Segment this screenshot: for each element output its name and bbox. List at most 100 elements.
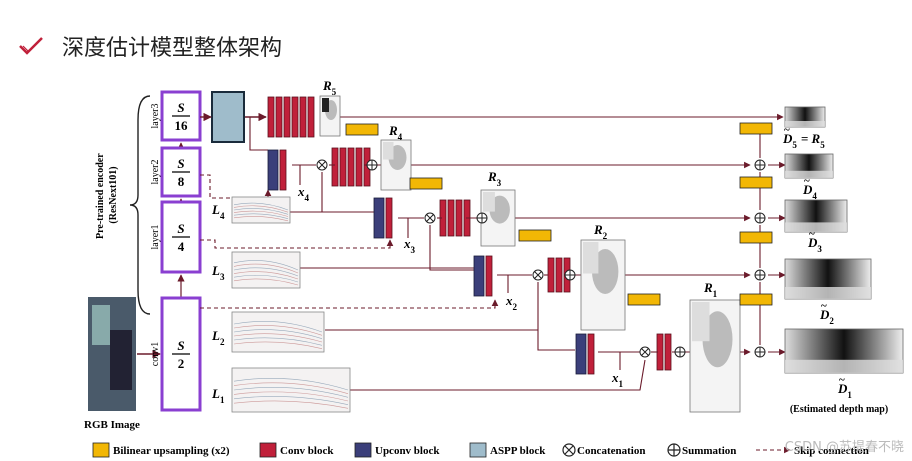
conv-block xyxy=(547,257,555,293)
yellow-box xyxy=(92,442,110,458)
legend-label: Summation xyxy=(682,445,736,457)
sum-mark xyxy=(668,444,680,456)
residual-shape xyxy=(702,311,733,368)
stage-denominator: 2 xyxy=(178,356,185,371)
laplacian-texture xyxy=(233,333,323,343)
upsample-block xyxy=(345,123,379,136)
legend-label: Skip connection xyxy=(794,445,869,457)
tilde: ~ xyxy=(804,175,810,187)
upsample-block xyxy=(739,122,773,135)
stage-denominator: 4 xyxy=(178,239,185,254)
upsample-block xyxy=(739,176,773,189)
output-ground xyxy=(785,287,871,299)
laplacian-texture xyxy=(233,391,349,402)
stage-layer-label: layer3 xyxy=(150,104,161,129)
stage-denominator: 8 xyxy=(178,174,185,189)
tilde: ~ xyxy=(809,228,815,240)
stage-numerator: S xyxy=(177,100,184,115)
stage-layer-label: conv1 xyxy=(150,342,161,366)
conv-block xyxy=(267,96,275,138)
legend-label: Conv block xyxy=(280,445,334,457)
output-label: D5= R5 xyxy=(782,131,825,150)
laplacian-label: L4 xyxy=(211,202,225,221)
laplacian-texture xyxy=(233,325,323,336)
laplacian-texture xyxy=(233,271,299,280)
tilde: ~ xyxy=(839,374,845,386)
conv-block xyxy=(299,96,307,138)
concat-mark xyxy=(318,161,326,169)
laplacian-texture xyxy=(233,382,349,394)
legend-label: Bilinear upsampling (x2) xyxy=(113,445,230,457)
residual-patch xyxy=(483,192,495,212)
sum-mark xyxy=(675,347,685,357)
laplacian-image xyxy=(231,367,351,413)
legend-label: ASPP block xyxy=(490,445,546,457)
teal-box xyxy=(469,442,487,458)
legend-label: Concatenation xyxy=(577,445,645,457)
sum-mark xyxy=(755,270,765,280)
upsample-block xyxy=(518,229,552,242)
upsample-block xyxy=(627,293,661,306)
output-label: D2 xyxy=(819,307,834,326)
conv-block xyxy=(587,333,595,375)
sum-mark xyxy=(755,160,765,170)
rgb-image-label: RGB Image xyxy=(84,419,140,431)
aspp-block xyxy=(211,91,245,143)
sum-mark xyxy=(755,213,765,223)
conv-block xyxy=(283,96,291,138)
page-title: 深度估计模型整体架构 xyxy=(62,36,283,61)
conv-block xyxy=(664,333,672,371)
output-caption: (Estimated depth map) xyxy=(790,404,888,415)
conv-block xyxy=(385,197,393,239)
laplacian-texture xyxy=(233,260,299,271)
x-label: x3 xyxy=(403,236,416,255)
output-label: D1 xyxy=(837,381,852,400)
conv-block xyxy=(331,147,339,187)
laplacian-texture xyxy=(233,337,323,346)
checkmark-icon xyxy=(19,37,43,55)
laplacian-image xyxy=(231,311,325,353)
laplacian-label: L3 xyxy=(211,263,225,282)
output-label: D4 xyxy=(802,182,817,201)
laplacian-texture xyxy=(233,208,289,215)
laplacian-texture xyxy=(233,396,349,405)
laplacian-label: L2 xyxy=(211,328,225,347)
upsample-block xyxy=(739,231,773,244)
residual-label: R4 xyxy=(388,123,403,142)
stage-numerator: S xyxy=(177,221,184,236)
residual-patch xyxy=(383,142,394,160)
residual-label: R5 xyxy=(322,78,337,97)
tilde: ~ xyxy=(784,124,790,136)
navy-box xyxy=(354,442,372,458)
laplacian-texture xyxy=(233,377,349,391)
x-label: x2 xyxy=(505,293,518,312)
laplacian-texture xyxy=(233,278,299,286)
x-label: x4 xyxy=(297,184,310,203)
laplacian-texture xyxy=(233,216,289,222)
conv-block xyxy=(307,96,315,138)
concat-mark xyxy=(641,348,649,356)
output-ground xyxy=(785,170,833,178)
residual-patch xyxy=(692,302,710,342)
upconv-block xyxy=(575,333,587,375)
concat-mark xyxy=(564,445,574,455)
watermark: CSDN @苏提春不晓 xyxy=(784,440,904,455)
x-label: x1 xyxy=(611,370,624,389)
conv-block xyxy=(485,255,493,297)
upsample-block xyxy=(739,293,773,306)
residual-patch xyxy=(322,98,329,112)
residual-label: R2 xyxy=(593,222,608,241)
laplacian-texture xyxy=(233,321,323,333)
encoder-brace xyxy=(129,95,151,315)
laplacian-texture xyxy=(233,387,349,398)
conv-block xyxy=(355,147,363,187)
red-box xyxy=(259,442,277,458)
output-ground xyxy=(785,359,903,373)
laplacian-texture xyxy=(233,263,299,274)
output-label: D3 xyxy=(807,235,822,254)
stage-numerator: S xyxy=(177,156,184,171)
conv-block xyxy=(279,149,287,191)
laplacian-texture xyxy=(233,267,299,277)
